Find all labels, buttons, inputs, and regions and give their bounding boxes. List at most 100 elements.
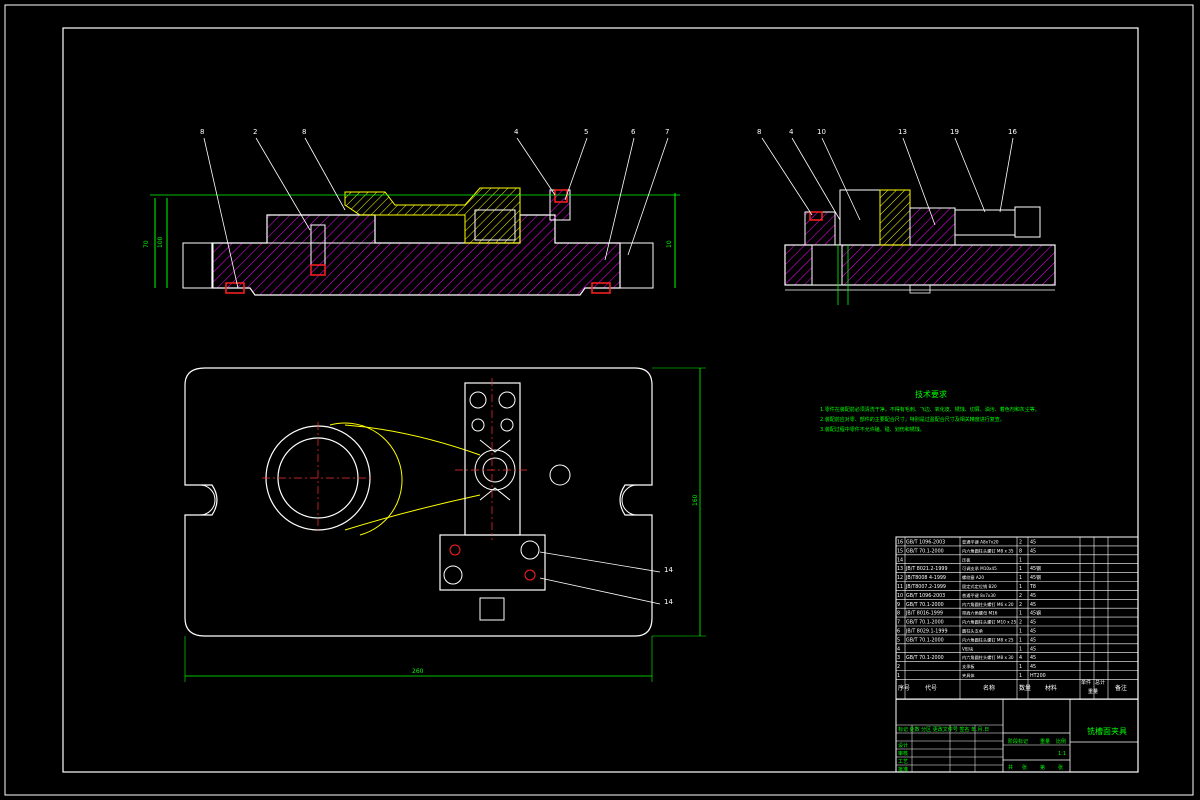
parts-cell-qty: 1 xyxy=(1019,637,1022,643)
side-v-block xyxy=(839,189,881,246)
front-dimension-text: 70 100 10 xyxy=(143,236,673,248)
top-bolt-hole xyxy=(498,391,516,409)
front-leaders xyxy=(203,137,669,289)
parts-cell-seq: 4 xyxy=(897,646,900,652)
front-workpiece-end xyxy=(474,209,516,241)
parts-cell-seq: 13 xyxy=(897,566,903,572)
parts-cell-seq: 15 xyxy=(897,548,903,554)
front-balloon-label: 8 xyxy=(302,128,306,136)
front-balloon-label: 8 xyxy=(200,128,204,136)
front-balloon-label: 2 xyxy=(253,128,257,136)
parts-cell-material: 45 xyxy=(1030,637,1036,643)
front-balloon-label: 4 xyxy=(514,128,519,136)
parts-cell-qty: 2 xyxy=(1019,602,1022,608)
front-balloon-label: 5 xyxy=(584,128,588,136)
parts-cell-name: 内六角圆柱头螺钉 M10 x 25 xyxy=(962,619,1017,626)
approval-row: 设计 xyxy=(898,742,908,749)
parts-cell-name: 螺纹塞 A20 xyxy=(962,574,984,581)
parts-cell-name: 普通平键 8x7x30 xyxy=(962,592,996,599)
stage-labels: 阶段标记 重量 比例 1:1 共 张 第 张 xyxy=(1008,738,1066,771)
parts-cell-code: JB/T8007.2-1999 xyxy=(905,584,946,590)
header-seq: 序号 xyxy=(898,684,910,692)
parts-cell-name: 内六角圆柱头螺钉 M6 x 20 xyxy=(962,601,1014,608)
parts-cell-code: JB/T8008 4-1999 xyxy=(905,575,946,581)
side-clamp-nut xyxy=(1014,206,1041,238)
parts-cell-material: 45 xyxy=(1030,540,1036,546)
parts-cell-material: 45 xyxy=(1030,655,1036,661)
parts-cell-qty: 1 xyxy=(1019,557,1022,563)
side-balloon-label: 19 xyxy=(950,128,959,136)
parts-cell-seq: 16 xyxy=(897,540,903,546)
parts-cell-seq: 7 xyxy=(897,620,900,626)
stage-label: 比例 xyxy=(1056,738,1066,745)
parts-cell-code: GB/T 70.1-2000 xyxy=(906,548,944,554)
parts-cell-material: 45 xyxy=(1030,664,1036,670)
parts-cell-seq: 1 xyxy=(897,673,900,679)
front-section-view xyxy=(150,137,680,296)
parts-cell-qty: 8 xyxy=(1019,548,1022,554)
parts-cell-name: 压板 xyxy=(962,556,971,563)
top-left-slot xyxy=(185,484,216,516)
front-left-lug xyxy=(182,242,214,289)
top-plan-view xyxy=(184,367,706,682)
parts-cell-name: 可调支承 M10x45 xyxy=(962,565,997,572)
top-clamp-hole xyxy=(443,565,463,585)
drawing-name: 铣槽面夹具 xyxy=(1087,726,1127,736)
dimension-value: 10 xyxy=(666,240,673,248)
sheet-label: 张 xyxy=(1022,764,1027,771)
parts-cell-name: 支承板 xyxy=(962,663,975,670)
parts-cell-code: GB/T 1096-2003 xyxy=(906,540,945,546)
side-key xyxy=(909,284,931,294)
parts-list-grid xyxy=(895,536,1139,700)
header-qty: 数量 xyxy=(1019,684,1031,692)
header-remark: 备注 xyxy=(1115,684,1127,692)
stage-label: 重量 xyxy=(1040,738,1050,745)
sheet-label: 第 xyxy=(1040,764,1045,771)
parts-cell-material: 45 xyxy=(1030,629,1036,635)
front-bolt-v xyxy=(554,189,568,203)
parts-cell-name: 带肩六角螺母 M16 xyxy=(962,610,998,617)
front-balloon-label: 6 xyxy=(631,128,636,136)
side-clamp-body xyxy=(909,207,956,246)
tech-req-title: 技术要求 xyxy=(915,389,947,399)
top-balloons: 14 14 xyxy=(664,566,673,606)
top-body-outline xyxy=(184,367,653,637)
top-dimension-text: 260 160 xyxy=(412,494,699,675)
side-workpiece xyxy=(879,189,911,246)
top-bolt-hole xyxy=(469,391,487,409)
parts-cell-qty: 2 xyxy=(1019,620,1022,626)
parts-cell-qty: 2 xyxy=(1019,593,1022,599)
parts-cell-code: GB/T 1096-2003 xyxy=(906,593,945,599)
parts-cell-seq: 6 xyxy=(897,629,900,635)
parts-cell-qty: 1 xyxy=(1019,664,1022,670)
side-bolt-red xyxy=(809,211,823,221)
parts-cell-material: 45 xyxy=(1030,593,1036,599)
side-balloons: 8 4 10 13 19 16 xyxy=(757,128,1017,136)
header-code: 代号 xyxy=(925,684,937,692)
parts-cell-qty: 1 xyxy=(1019,566,1022,572)
approval-row: 工艺 xyxy=(898,759,908,765)
dimension-value: 160 xyxy=(692,494,699,506)
front-body-base xyxy=(211,214,621,296)
drawing-frame xyxy=(62,27,1139,773)
top-bolt-hole xyxy=(471,418,485,432)
top-right-slot xyxy=(621,484,652,516)
stage-label: 阶段标记 xyxy=(1008,738,1028,745)
top-clamp-hole xyxy=(520,540,540,560)
tech-req-line: 3.装配过程中零件不允许磕、碰、划伤和锈蚀。 xyxy=(820,426,925,433)
top-clamp-hole xyxy=(449,544,461,556)
parts-cell-seq: 3 xyxy=(897,655,900,661)
parts-cell-seq: 9 xyxy=(897,602,900,608)
header-material: 材料 xyxy=(1045,684,1057,692)
sheet-border xyxy=(4,4,1194,796)
parts-cell-name: 夹具体 xyxy=(962,672,975,679)
top-rod-shank xyxy=(344,424,481,531)
parts-cell-name: 固定式定位销 B20 xyxy=(962,583,997,590)
parts-cell-material: 45钢 xyxy=(1030,610,1041,617)
approval-labels: 标记 处数 分区 更改文件号 签名 年.月.日 设计 审核 工艺 批准 xyxy=(898,726,989,773)
side-clamp-screw xyxy=(954,209,1016,236)
parts-cell-seq: 14 xyxy=(897,557,903,563)
top-v-notch-upper xyxy=(479,439,511,453)
